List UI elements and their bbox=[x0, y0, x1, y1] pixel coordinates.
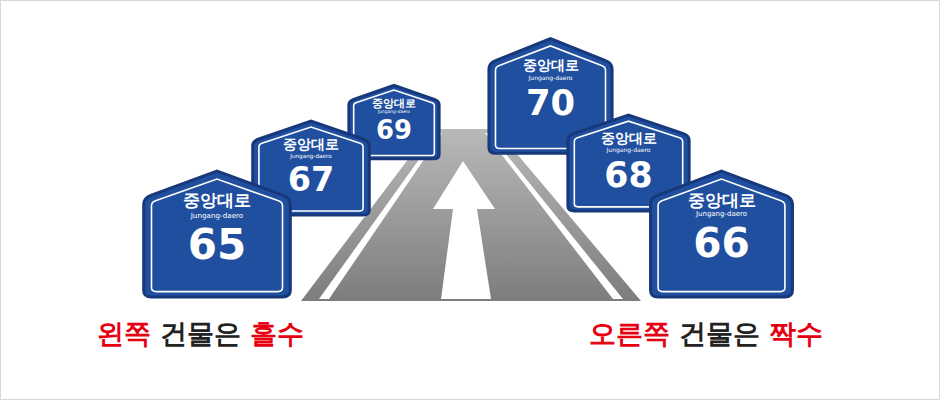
road-name-roman: Jungang-daero bbox=[607, 147, 651, 153]
building-number: 65 bbox=[188, 223, 246, 267]
sign-outline bbox=[144, 171, 291, 297]
road-name-roman: Jungang-daero bbox=[529, 75, 573, 81]
sign-content: 중앙대로 Jungang-daero 65 bbox=[139, 167, 295, 301]
caption-word: 건물은 bbox=[160, 319, 241, 349]
road-name: 중앙대로 bbox=[283, 137, 339, 151]
sign-content: 중앙대로 Jungang-daero 66 bbox=[646, 167, 797, 301]
sign-inner-border bbox=[658, 179, 785, 292]
road-name-roman: Jungang-daero bbox=[378, 110, 410, 115]
building-number: 69 bbox=[376, 117, 412, 144]
road-name: 중앙대로 bbox=[183, 192, 251, 210]
sign-outline bbox=[651, 171, 793, 297]
road-name: 중앙대로 bbox=[601, 131, 657, 146]
road-name: 중앙대로 bbox=[523, 58, 579, 73]
direction-arrow bbox=[433, 161, 495, 299]
side-word: 왼쪽 bbox=[97, 319, 151, 349]
building-number: 70 bbox=[526, 84, 575, 121]
road-name: 중앙대로 bbox=[688, 192, 756, 209]
address-sign: 중앙대로 Jungang-daero 65 bbox=[139, 167, 295, 301]
road-name-roman: Jungang-daero bbox=[191, 212, 244, 220]
building-number: 68 bbox=[604, 157, 652, 193]
caption-word: 건물은 bbox=[679, 319, 760, 349]
parity-word: 홀수 bbox=[250, 319, 304, 349]
road-name: 중앙대로 bbox=[372, 98, 416, 109]
side-word: 오른쪽 bbox=[589, 319, 670, 349]
road-name-roman: Jungang-daero bbox=[290, 153, 332, 159]
sign-outline bbox=[253, 121, 370, 215]
address-sign: 중앙대로 Jungang-daero 66 bbox=[646, 167, 797, 301]
sign-inner-border bbox=[354, 90, 435, 156]
building-number: 66 bbox=[693, 222, 750, 265]
sign-inner-border bbox=[259, 127, 363, 211]
sign-inner-border bbox=[151, 179, 282, 292]
parity-word: 짝수 bbox=[769, 319, 823, 349]
sign-outline bbox=[349, 85, 439, 158]
road-name-roman: Jungang-daero bbox=[696, 211, 747, 218]
building-number: 67 bbox=[288, 162, 334, 197]
